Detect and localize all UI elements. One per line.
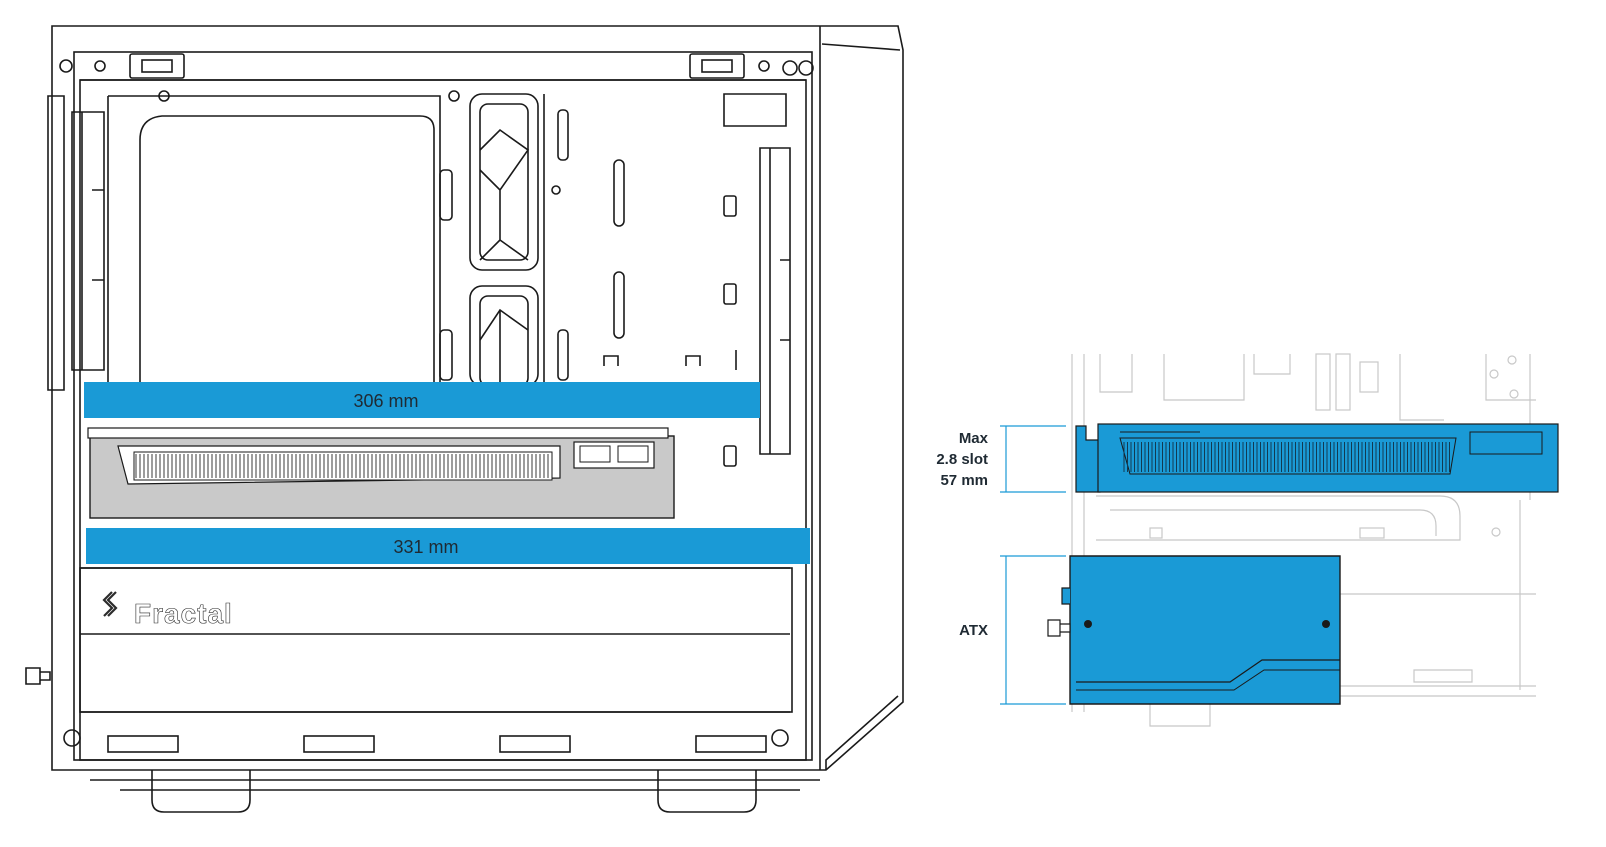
side-psu — [1047, 555, 1341, 705]
gpu-slot-text: 2.8 slot — [936, 451, 988, 468]
case-foot-right — [657, 770, 757, 813]
gpu-slot-dimension-label: Max 2.8 slot 57 mm — [900, 428, 988, 491]
case-outline — [51, 25, 904, 771]
gpu-clearance-331-label: 331 mm — [393, 537, 458, 557]
side-gpu — [1075, 423, 1559, 493]
psu-thumb-screw — [1047, 619, 1071, 637]
graphics-card — [87, 427, 675, 519]
psu-form-factor-label: ATX — [959, 622, 988, 639]
fan-slot-upper — [469, 93, 539, 271]
drive-cage — [107, 95, 441, 384]
gpu-thickness-text: 57 mm — [940, 472, 988, 489]
gpu-clearance-306-label: 306 mm — [353, 391, 418, 411]
case-foot-left — [151, 770, 251, 813]
thumb-screw — [25, 667, 51, 685]
gpu-clearance-bar-331 — [86, 528, 810, 564]
gpu-clearance-bar-306 — [84, 382, 760, 418]
brand-wordmark: Fractal — [134, 598, 233, 630]
front-fan — [71, 111, 105, 371]
gpu-max-text: Max — [958, 430, 988, 447]
rear-fan — [759, 147, 791, 455]
fractal-logo-icon — [102, 591, 118, 617]
